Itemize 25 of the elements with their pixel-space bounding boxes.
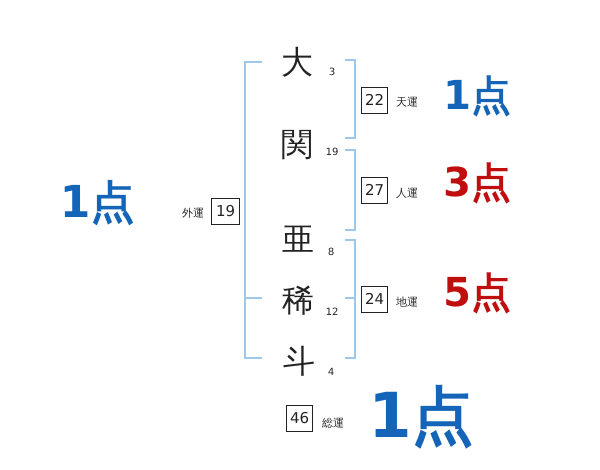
stroke-count: 4 (328, 368, 334, 378)
count-box: 27 (361, 177, 388, 204)
stroke-count: 12 (326, 308, 338, 318)
stroke-count: 8 (328, 248, 334, 258)
score-text: 1点 (443, 76, 511, 116)
score-text: 1点 (368, 385, 474, 447)
name-character: 稀 (282, 284, 314, 316)
count-box: 24 (361, 286, 388, 313)
stroke-count: 3 (328, 68, 336, 78)
name-character: 亜 (282, 223, 314, 255)
name-character: 斗 (283, 345, 315, 377)
count-box: 46 (286, 405, 313, 432)
name-character: 関 (281, 128, 313, 160)
score-text: 5点 (443, 273, 511, 313)
name-character: 大 (281, 46, 313, 78)
fortune-label: 総運 (322, 418, 344, 428)
score-text: 3点 (443, 163, 511, 203)
score-text: 1点 (60, 181, 134, 225)
count-box: 22 (361, 87, 388, 114)
fortune-label: 人運 (396, 188, 418, 198)
count-box: 19 (211, 198, 240, 225)
fortune-label: 地運 (396, 296, 418, 308)
fortune-label: 外運 (182, 208, 204, 218)
fortune-label: 天運 (396, 96, 418, 108)
stroke-count: 19 (326, 148, 338, 158)
